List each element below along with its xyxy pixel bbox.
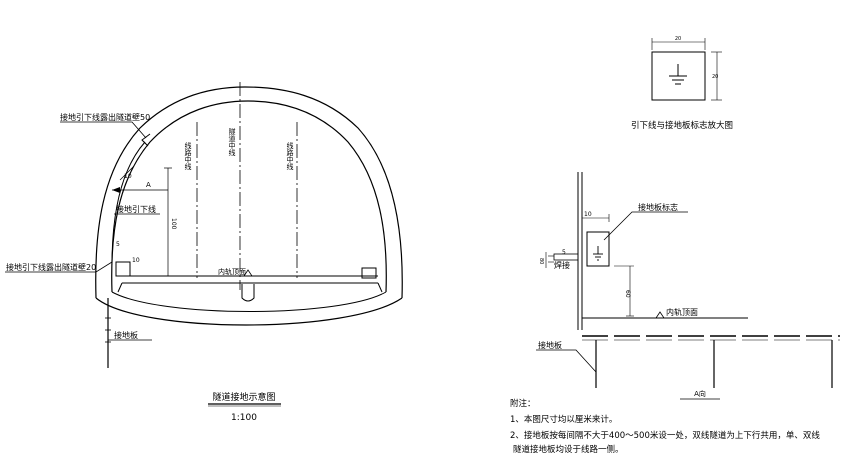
label-view-a: A向 bbox=[694, 389, 706, 398]
dim-detail-eighty: 80 bbox=[538, 258, 544, 264]
label-tunnel-center: 隧道中线 bbox=[228, 127, 236, 156]
notes-line-2: 2、接地板按每间隔不大于400～500米设一处，双线隧道为上下行共用，单、双线 bbox=[510, 431, 820, 441]
tunnel-inner-lining bbox=[111, 100, 387, 293]
dim-detail-five: 5 bbox=[562, 249, 566, 256]
dim-mark-height: 20 bbox=[712, 74, 718, 80]
label-rail-top-left: 内轨顶面 bbox=[218, 267, 246, 276]
label-plate-mark: 接地板标志 bbox=[638, 202, 678, 212]
tunnel-invert-inner bbox=[111, 291, 387, 312]
label-ten: 10 bbox=[124, 173, 132, 180]
label-down-lead: 接地引下线 bbox=[116, 204, 156, 214]
tunnel-outer-lining bbox=[95, 86, 403, 299]
dim-detail-ten: 10 bbox=[584, 211, 592, 218]
notes-line-1: 1、本图尺寸均以厘米来计。 bbox=[510, 415, 618, 425]
drawing-scale-left: 1:100 bbox=[231, 413, 257, 423]
tunnel-section bbox=[5, 82, 403, 368]
detail-a-view bbox=[536, 172, 840, 388]
label-rail-top-right: 内轨顶面 bbox=[666, 307, 698, 317]
dim-detail-sixty: 60 bbox=[624, 290, 631, 298]
ground-mark-box bbox=[651, 51, 706, 101]
label-track-center-right: 线路中线 bbox=[286, 141, 294, 170]
dim-mark-width: 20 bbox=[675, 36, 681, 42]
label-ground-plate-right: 接地板 bbox=[538, 340, 562, 350]
label-weld: 焊接 bbox=[554, 260, 570, 270]
label-section-a: A bbox=[146, 181, 151, 189]
mark-caption: 引下线与接地板标志放大图 bbox=[631, 120, 733, 131]
notes-line-3: 隧道接地板均设于线路一侧。 bbox=[513, 445, 624, 455]
label-ten-b: 10 bbox=[132, 257, 140, 264]
label-lead-out-top: 接地引下线露出隧道壁50 bbox=[60, 112, 150, 122]
dim-hundred: 100 bbox=[170, 218, 177, 230]
ground-mark-enlargement bbox=[651, 38, 722, 101]
drawing-title-left: 隧道接地示意图 bbox=[212, 391, 275, 403]
label-ground-plate-left: 接地板 bbox=[114, 330, 138, 340]
label-five: 5 bbox=[116, 241, 120, 248]
label-lead-out-bottom: 接地引下线露出隧道壁20 bbox=[6, 262, 96, 272]
label-track-center-left: 线路中线 bbox=[184, 141, 192, 170]
tunnel-invert bbox=[95, 297, 403, 326]
notes-heading: 附注： bbox=[510, 399, 536, 409]
